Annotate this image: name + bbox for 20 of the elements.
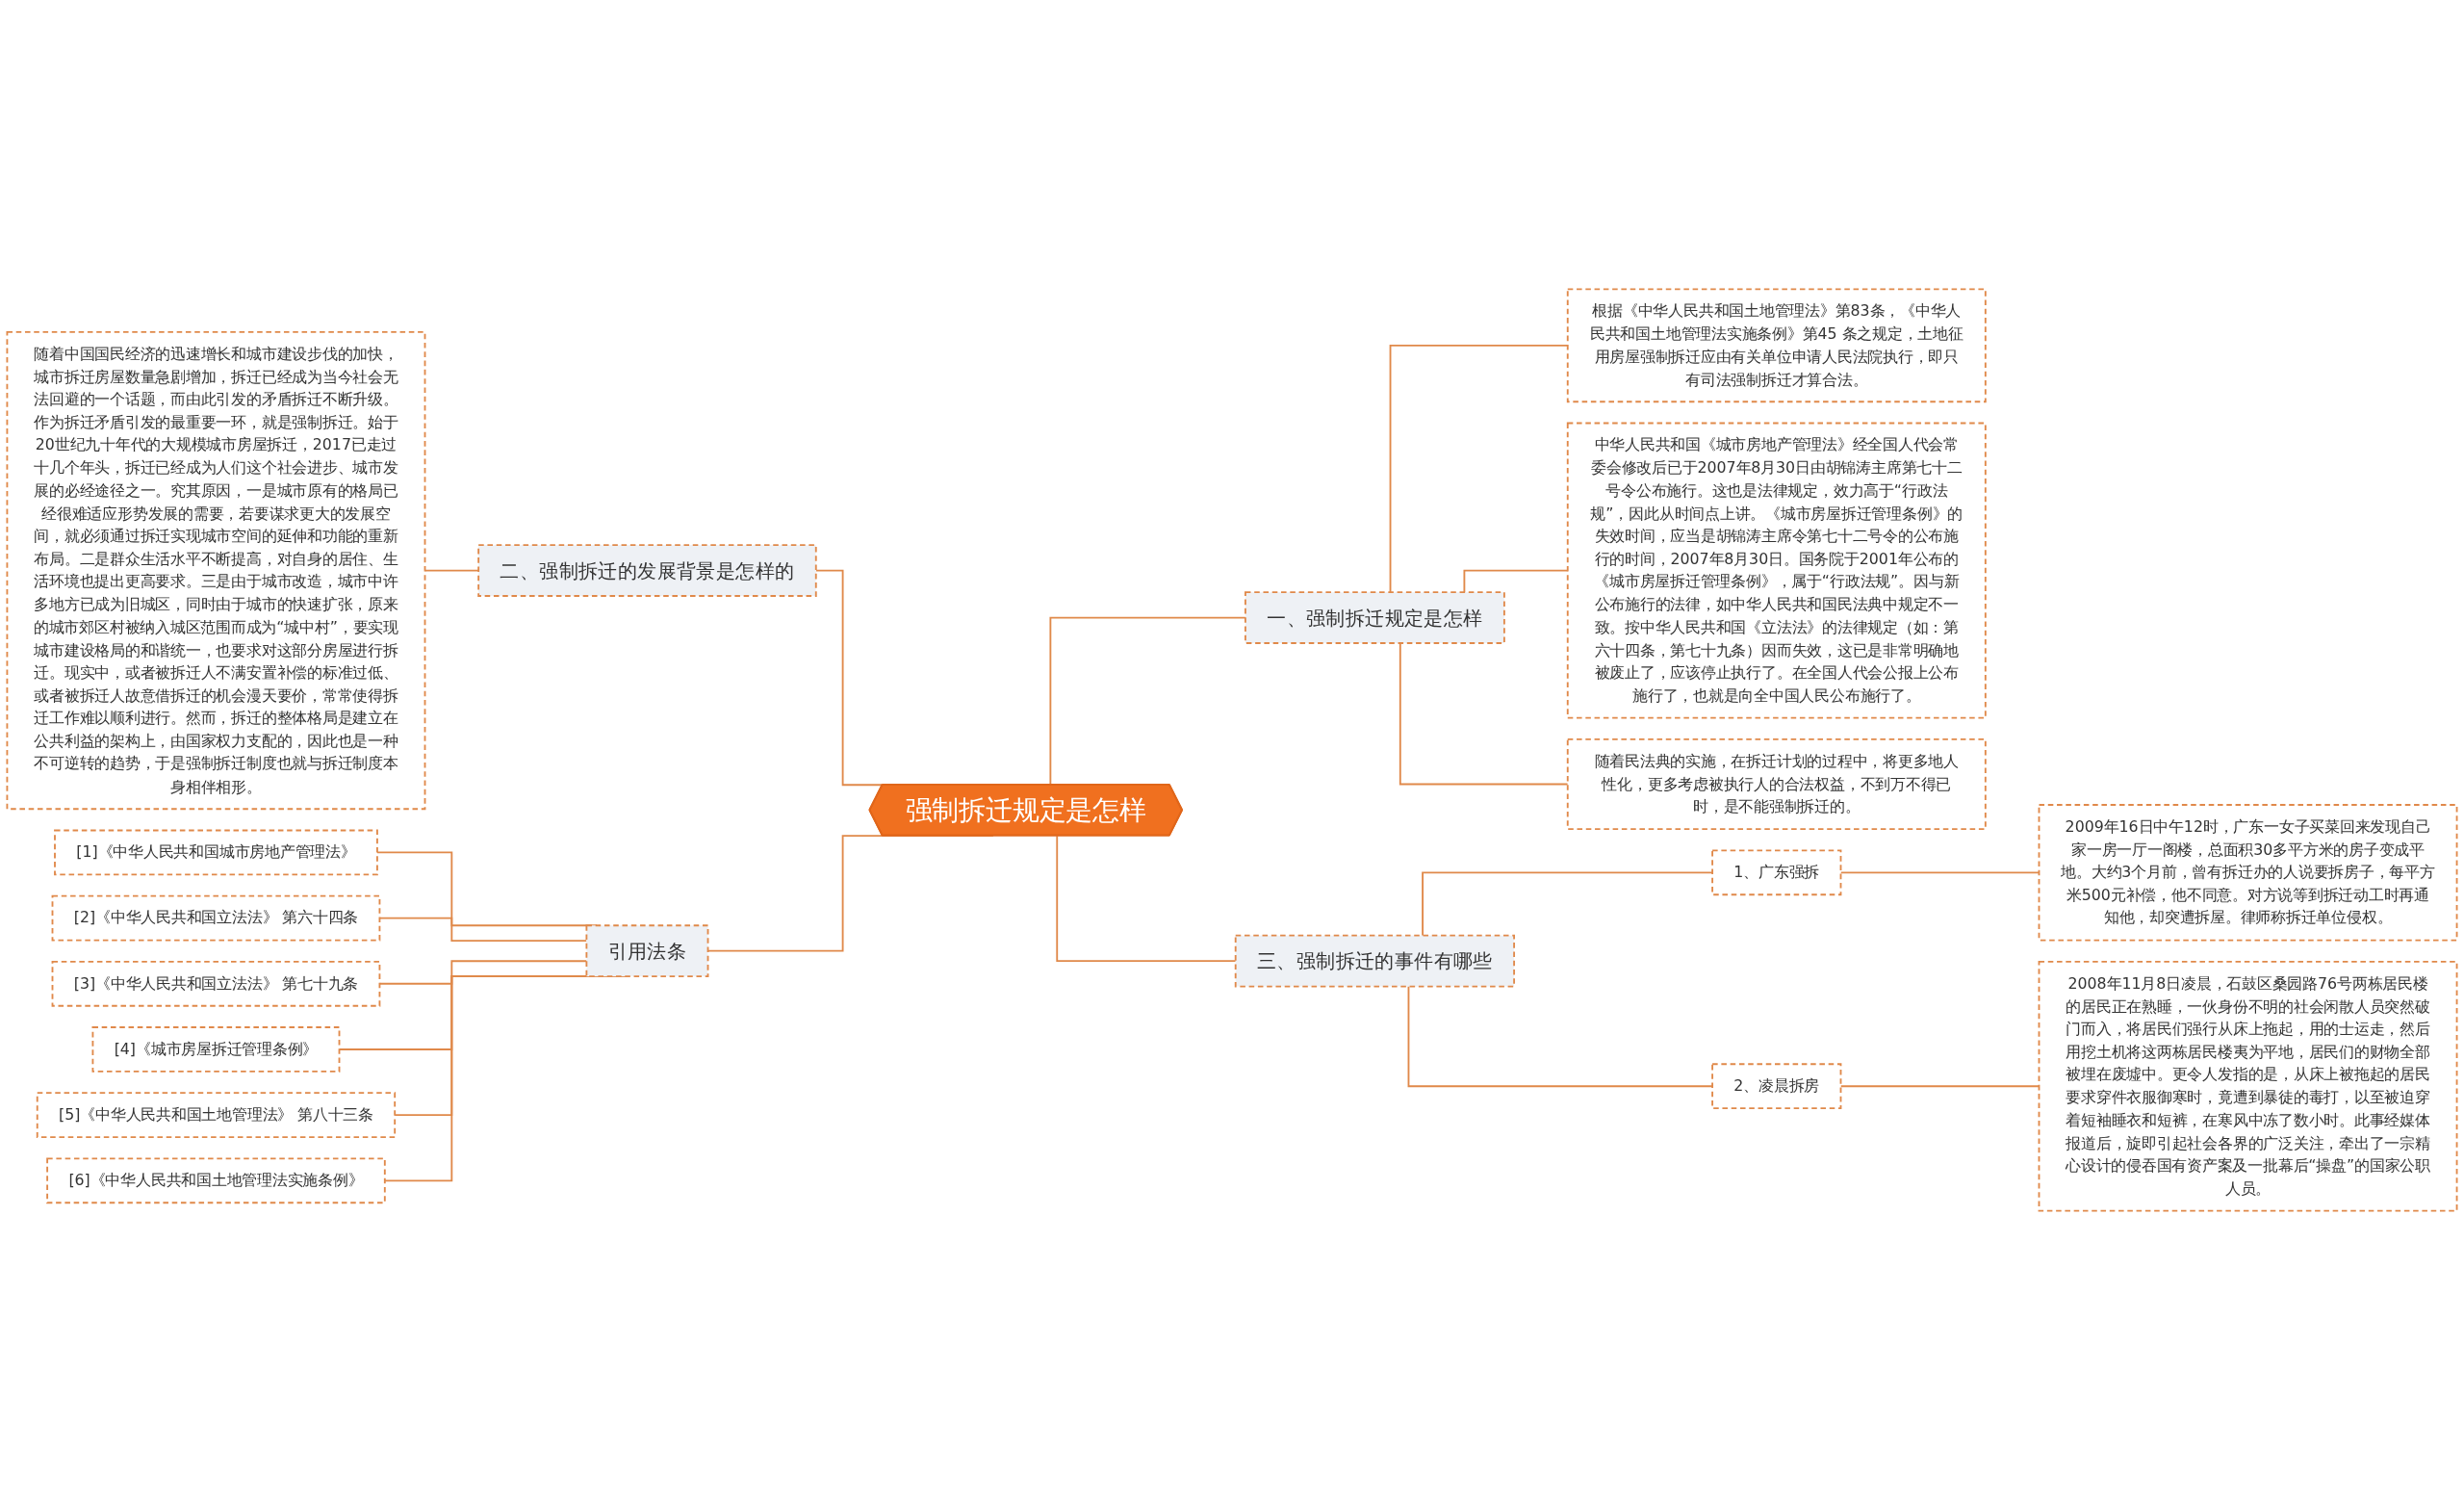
- node-box: [1]《中华人民共和国城市房地产管理法》: [54, 829, 378, 876]
- connector: [1422, 871, 1713, 937]
- node-box: 三、强制拆迁的事件有哪些: [1234, 934, 1516, 988]
- node-box: 二、强制拆迁的发展背景是怎样的: [477, 544, 817, 597]
- node-box: 2008年11月8日凌晨，石鼓区桑园路76号两栋居民楼的居民正在熟睡，一伙身份不明的社会闲散人员突然破门而入，将居民们强行从床上拖起，用的士运走，然后用挖土机将这两栋居民楼夷为平地，居民们的财物全部被埋在废墟中。更令人发指的是，从床上被拖起的居民要求穿件衣服御寒时，竟遭到暴徒的毒打，以至被迫穿着短袖睡衣和短裤，在寒风中冻了数小时。此事经媒体报道后，旋即引起社会各界的广泛关注，牵出了一宗精心设计的侵吞国有资产案及一批幕后“操盘”的国家公职人员。: [2038, 960, 2458, 1212]
- node-box: 随着中国国民经济的迅速增长和城市建设步伐的加快，城市拆迁房屋数量急剧增加，拆迁已经成为当今社会无法回避的一个话题，而由此引发的矛盾拆迁不断升级。作为拆迁矛盾引发的最重要一环，就是强制拆迁。始于20世纪九十年代的大规模城市房屋拆迁，2017已走过十几个年头，拆迁已经成为人们这个社会进步、城市发展的必经途径之一。究其原因，一是城市原有的格局已经很难适应形势发展的需要，若要谋求更大的发展空间，就必须通过拆迁实现城市空间的延伸和功能的重新布局。二是群众生活水平不断提高，对自身的居住、生活环境也提出更高要求。三是由于城市改造，城市中许多地方已成为旧城区，同时由于城市的快速扩张，原来的城市郊区村被纳入城区范围而成为“城中村”，要实现城市建设格局的和谐统一，也要求对这部分房屋进行拆迁。现实中，或者被拆迁人不满安置补偿的标准过低、或者被拆迁人故意借拆迁的机会漫天要价，常常使得拆迁工作难以顺利进行。然而，拆迁的整体格局是建立在公共利益的架构上，由国家权力支配的，因此也是一种不可逆转的趋势，于是强制拆迁制度也就与拆迁制度本身相伴相形。: [6, 331, 426, 811]
- node-box: [2]《中华人民共和国立法法》 第六十四条: [51, 894, 381, 942]
- node-box: 2009年16日中午12时，广东一女子买菜回来发现自己家一房一厅一阁楼，总面积30多平方米的房子变成平地。大约3个月前，曾有拆迁办的人说要拆房子，每平方米500元补偿，他不同意。对方说等到拆迁动工时再通知他，却突遭拆屋。律师称拆迁单位侵权。: [2038, 804, 2458, 942]
- node-box: 1、广东强拆: [1711, 849, 1842, 896]
- node-box: 随着民法典的实施，在拆迁计划的过程中，将更多地人性化，更多考虑被执行人的合法权益，不到万不得已时，是不能强制拆迁的。: [1566, 737, 1987, 830]
- node-box: 根据《中华人民共和国土地管理法》第83条，《中华人民共和国土地管理法实施条例》第45 条之规定，土地征用房屋强制拆迁应由有关单位申请人民法院执行，即只有司法强制拆迁才算合法。: [1566, 288, 1987, 403]
- node-box: [4]《城市房屋拆迁管理条例》: [91, 1026, 341, 1073]
- connector: [1407, 985, 1713, 1088]
- node-box: [6]《中华人民共和国土地管理法实施条例》: [46, 1157, 386, 1204]
- node-box: 引用法条: [585, 924, 709, 978]
- node-box: [5]《中华人民共和国土地管理法》 第八十三条: [36, 1092, 397, 1138]
- node-box: [3]《中华人民共和国立法法》 第七十九条: [51, 960, 381, 1007]
- node-box: 中华人民共和国《城市房地产管理法》经全国人代会常委会修改后已于2007年8月30日由胡锦涛主席第七十二号令公布施行。这也是法律规定，效力高于“行政法规”，因此从时间点上讲。《城市房屋拆迁管理条例》的失效时间，应当是胡锦涛主席令第七十二号令的公布施行的时间，2007年8月30日。国务院于2001年公布的《城市房屋拆迁管理条例》，属于“行政法规”。因与新公布施行的法律，如中华人民共和国民法典中规定不一致。按中华人民共和国《立法法》的法律规定（如：第六十四条，第七十九条）因而失效，这已是非常明确地被废止了，应该停止执行了。在全国人代会公报上公布施行了，也就是向全中国人民公布施行了。: [1566, 422, 1987, 719]
- node-box: 一、强制拆迁规定是怎样: [1245, 591, 1505, 644]
- node-box: 2、凌晨拆房: [1711, 1063, 1842, 1110]
